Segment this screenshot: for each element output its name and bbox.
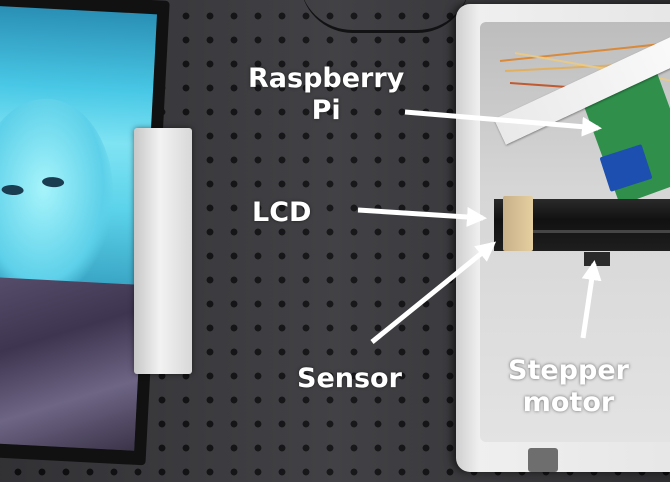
label-raspberry-pi-line2: Pi — [248, 95, 404, 127]
label-sensor: Sensor — [297, 363, 402, 395]
label-stepper-motor: Stepper motor — [508, 355, 629, 419]
arrow-stepper-motor — [583, 264, 594, 338]
label-stepper-motor-line1: Stepper — [508, 355, 629, 387]
arrow-sensor — [372, 244, 493, 342]
label-raspberry-pi: Raspberry Pi — [248, 63, 404, 127]
label-lcd: LCD — [252, 197, 311, 229]
label-raspberry-pi-line1: Raspberry — [248, 63, 404, 95]
arrow-lcd — [358, 210, 483, 218]
label-stepper-motor-line2: motor — [508, 387, 629, 419]
arrow-raspberry-pi — [405, 112, 598, 128]
